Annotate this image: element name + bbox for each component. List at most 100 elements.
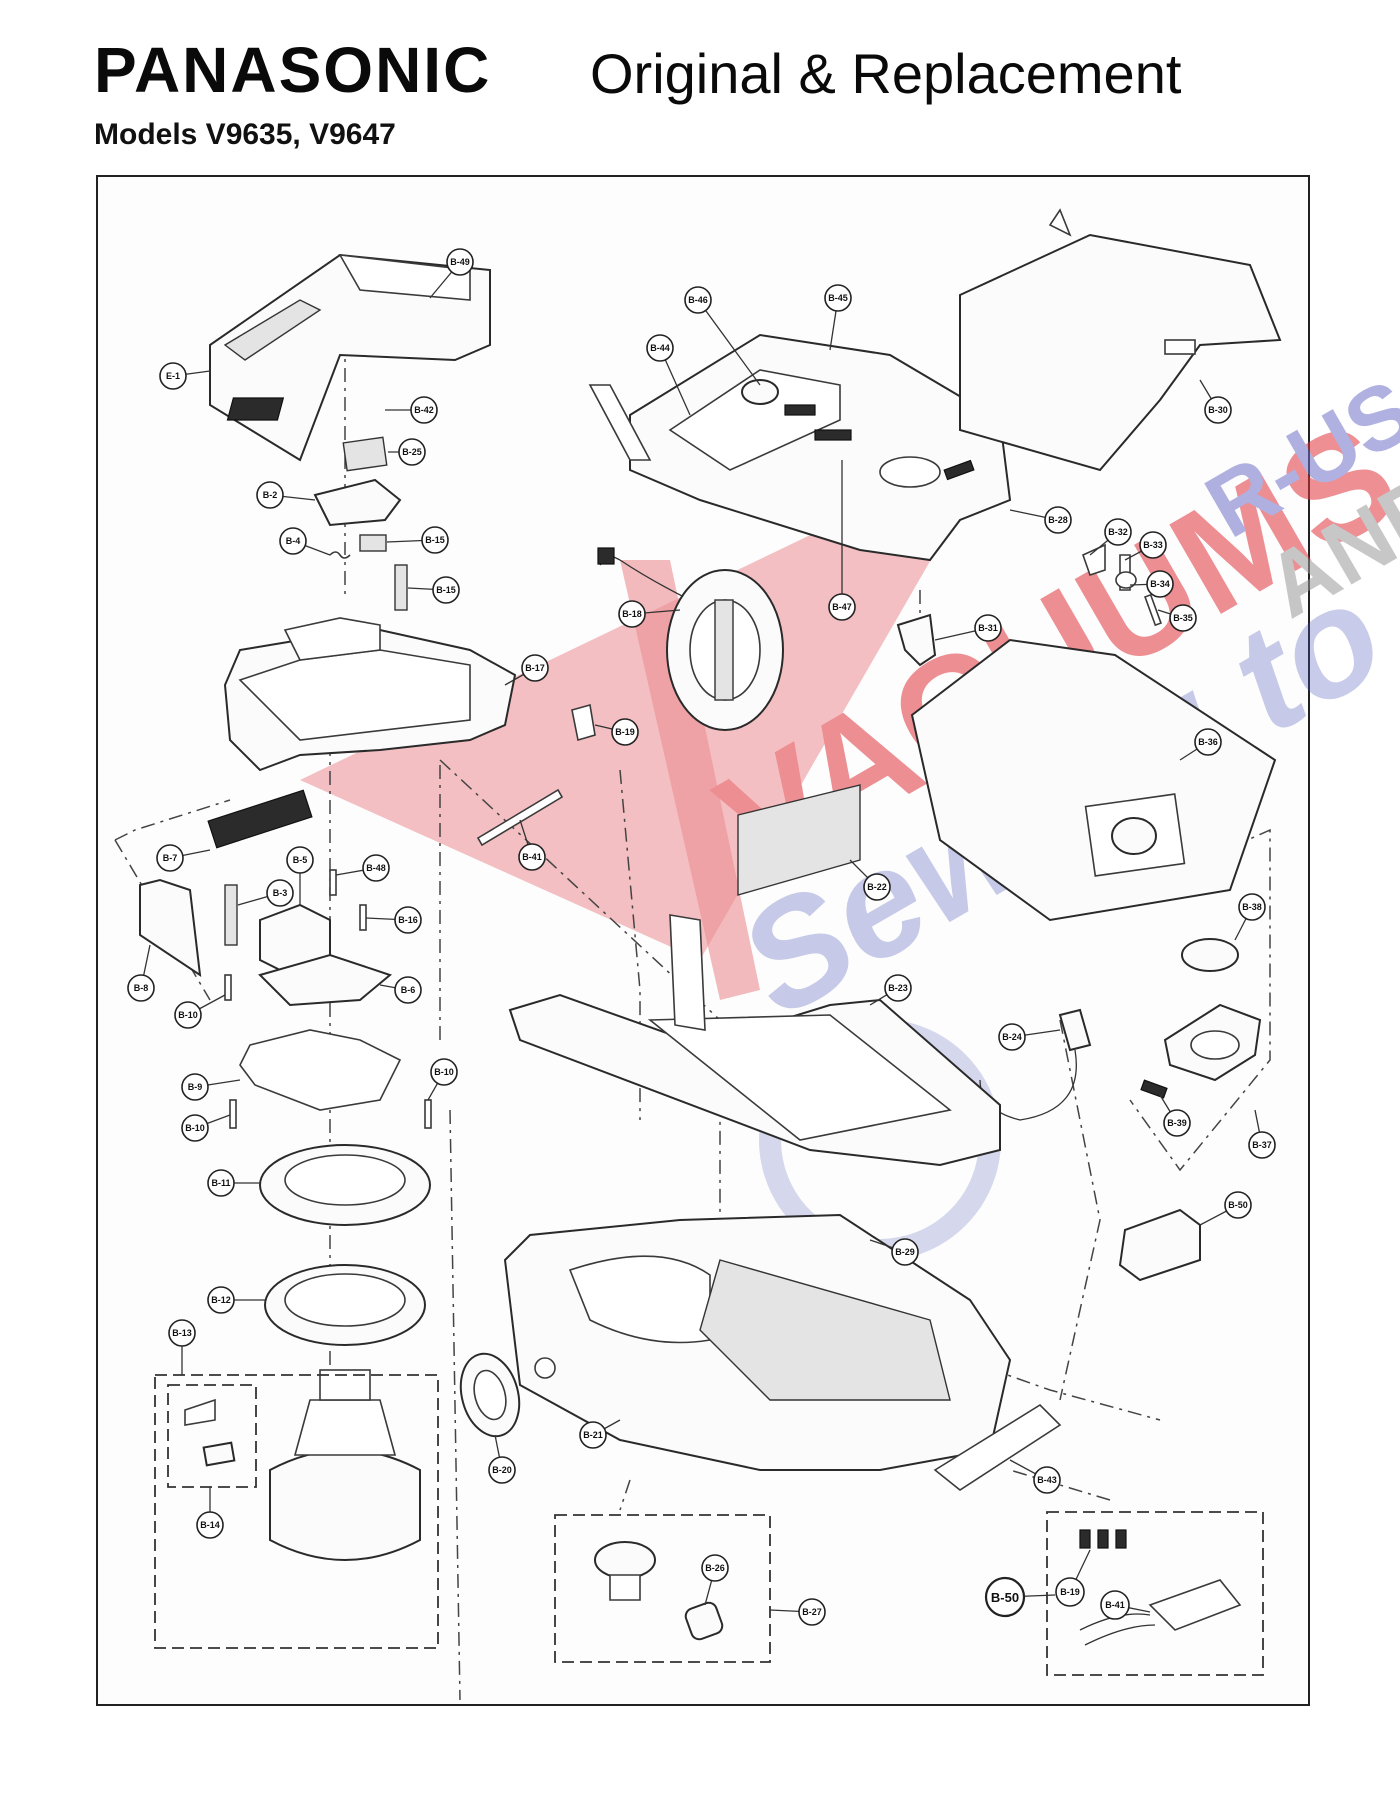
svg-text:B-49: B-49 xyxy=(450,257,470,267)
callout-b4 xyxy=(279,527,307,555)
svg-text:B-30: B-30 xyxy=(1208,405,1228,415)
callout-b11 xyxy=(207,1169,235,1197)
callout-b50 xyxy=(1224,1191,1252,1219)
callout-b10-b xyxy=(430,1058,458,1086)
callout-b31 xyxy=(974,614,1002,642)
svg-text:B-7: B-7 xyxy=(163,853,178,863)
callout-b38 xyxy=(1238,893,1266,921)
connector-terminal-part xyxy=(1079,1529,1091,1549)
svg-text:B-6: B-6 xyxy=(401,985,416,995)
callout-b6 xyxy=(394,976,422,1004)
housing-spring-part xyxy=(943,459,975,481)
svg-text:B-23: B-23 xyxy=(888,983,908,993)
svg-text:B-17: B-17 xyxy=(525,663,545,673)
callout-b3 xyxy=(266,879,294,907)
callout-b34 xyxy=(1146,570,1174,598)
svg-text:B-37: B-37 xyxy=(1252,1140,1272,1150)
callout-b35 xyxy=(1169,604,1197,632)
svg-text:B-31: B-31 xyxy=(978,623,998,633)
motor-part xyxy=(269,1449,421,1561)
svg-text:B-45: B-45 xyxy=(828,293,848,303)
base-rail-part xyxy=(669,914,706,1031)
front-bumper-part xyxy=(933,1403,1062,1491)
callout-b44 xyxy=(646,334,674,362)
switch-button-part xyxy=(226,397,285,421)
side-plate-part xyxy=(139,878,202,978)
small-spring-part xyxy=(329,551,351,559)
svg-text:B-3: B-3 xyxy=(273,888,288,898)
svg-text:B-14: B-14 xyxy=(200,1520,220,1530)
svg-text:B-44: B-44 xyxy=(650,343,670,353)
motor-kit-box xyxy=(154,1374,439,1649)
svg-text:B-16: B-16 xyxy=(398,915,418,925)
svg-text:B-8: B-8 xyxy=(134,983,149,993)
callout-b47 xyxy=(828,593,856,621)
svg-text:B-36: B-36 xyxy=(1198,737,1218,747)
base-assembly xyxy=(459,914,1062,1491)
svg-text:B-41: B-41 xyxy=(522,852,542,862)
svg-text:B-38: B-38 xyxy=(1242,902,1262,912)
callout-b27 xyxy=(798,1598,826,1626)
svg-text:B-29: B-29 xyxy=(895,1247,915,1257)
callout-b2 xyxy=(256,481,284,509)
callout-b37 xyxy=(1248,1131,1276,1159)
bag-assembly xyxy=(896,543,1277,1282)
svg-text:B-21: B-21 xyxy=(583,1430,603,1440)
callout-b36 xyxy=(1194,728,1222,756)
callout-b5 xyxy=(286,846,314,874)
callout-labels: E-1 B-49 B-42 B-25 B-2 B-4 B-15 B-15 B-1… xyxy=(127,248,1276,1626)
upper-cover-part xyxy=(959,233,1282,472)
valve-spring-part xyxy=(1140,1079,1168,1099)
watermark-v-left xyxy=(620,560,760,1000)
pcb-kit-box xyxy=(1046,1511,1264,1676)
bag-holder-clip-part xyxy=(896,613,937,667)
callout-b14 xyxy=(196,1511,224,1539)
svg-text:B-19: B-19 xyxy=(1060,1587,1080,1597)
lid-assembly xyxy=(209,253,491,611)
callout-b22 xyxy=(863,873,891,901)
svg-text:B-10: B-10 xyxy=(434,1067,454,1077)
callout-b8 xyxy=(127,974,155,1002)
svg-text:B-25: B-25 xyxy=(402,447,422,457)
bushing-part xyxy=(571,703,596,742)
svg-text:B-28: B-28 xyxy=(1048,515,1068,525)
callout-b17 xyxy=(521,654,549,682)
callout-b9 xyxy=(181,1073,209,1101)
callout-b50-kit xyxy=(984,1576,1026,1618)
svg-text:B-24: B-24 xyxy=(1002,1032,1022,1042)
callout-b48 xyxy=(362,854,390,882)
callout-b32 xyxy=(1104,518,1132,546)
svg-text:B-4: B-4 xyxy=(286,536,301,546)
svg-text:B-5: B-5 xyxy=(293,855,308,865)
pcb-board-part xyxy=(1148,1579,1242,1631)
reel-shaft-part xyxy=(476,788,564,847)
svg-text:B-22: B-22 xyxy=(867,882,887,892)
svg-text:E-1: E-1 xyxy=(166,371,180,381)
svg-text:B-15: B-15 xyxy=(425,535,445,545)
callout-b33 xyxy=(1139,531,1167,559)
upper-housing-part xyxy=(629,333,1012,562)
callout-b15-b xyxy=(432,576,460,604)
svg-text:B-2: B-2 xyxy=(263,490,278,500)
callout-b30 xyxy=(1204,396,1232,424)
callout-b28 xyxy=(1044,506,1072,534)
callout-b23 xyxy=(884,974,912,1002)
callout-b21 xyxy=(579,1421,607,1449)
callout-b19-kit xyxy=(1055,1577,1085,1607)
svg-text:B-46: B-46 xyxy=(688,295,708,305)
svg-text:B-32: B-32 xyxy=(1108,527,1128,537)
svg-text:B-26: B-26 xyxy=(705,1563,725,1573)
svg-text:B-11: B-11 xyxy=(211,1178,230,1188)
callout-b15-a xyxy=(421,526,449,554)
callout-b16 xyxy=(394,906,422,934)
svg-text:B-39: B-39 xyxy=(1167,1118,1187,1128)
caster-wheel-part xyxy=(684,1601,724,1641)
svg-text:B-50: B-50 xyxy=(991,1590,1019,1605)
callout-b39 xyxy=(1163,1109,1191,1137)
pcb-kit xyxy=(1046,1511,1264,1676)
plug-part xyxy=(597,547,615,565)
callout-b24 xyxy=(998,1023,1026,1051)
svg-text:B-20: B-20 xyxy=(492,1465,512,1475)
callout-b20 xyxy=(488,1456,516,1484)
